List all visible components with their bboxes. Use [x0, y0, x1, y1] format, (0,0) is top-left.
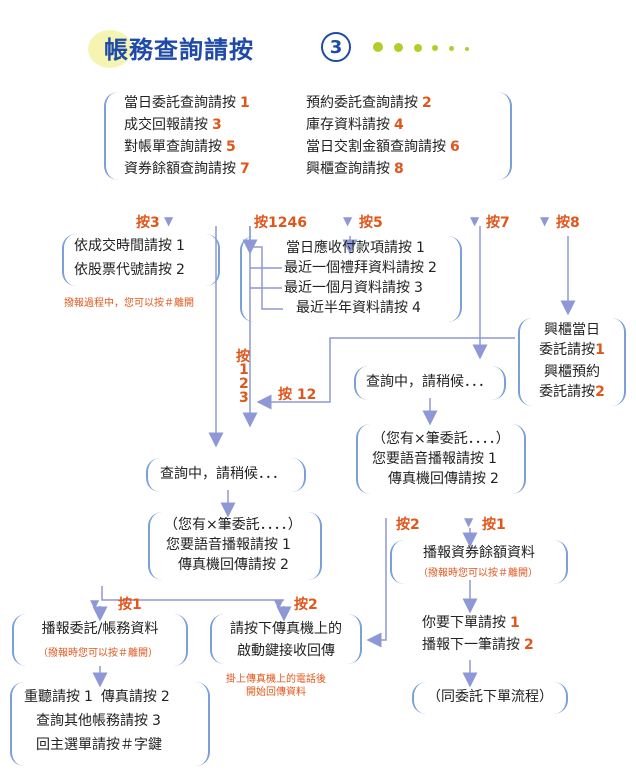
- fax-note-1: 掛上傳真機上的電話後: [226, 674, 326, 685]
- line-box5-branch: [250, 246, 283, 310]
- broadcast-right-title: 播報資券餘額資料: [423, 545, 535, 561]
- order-flow-text: （同委託下單流程）: [427, 689, 553, 705]
- branch-3-note: 撥報過程中，您可以按＃離開: [64, 298, 194, 309]
- choice-right-count: （您有×筆委託．．．．）: [372, 431, 510, 447]
- line-12: [256, 337, 515, 410]
- arrow-down-icon: ▼: [464, 515, 474, 529]
- decor-dot: [373, 42, 383, 52]
- press-123-label: 1: [239, 362, 249, 378]
- decor-dot: [465, 47, 469, 51]
- arrow-down-icon: ▼: [470, 214, 480, 228]
- waiting-left-text: 查詢中，請稍候．．．: [160, 466, 286, 482]
- press-1-left-label: 按1: [118, 597, 142, 613]
- title-glow: [88, 30, 132, 68]
- decor-dot: [394, 43, 403, 52]
- list-item[interactable]: 回主選單請按＃字鍵: [36, 737, 162, 753]
- press-2-left-label: 按2: [294, 597, 318, 613]
- fax-line-1: 請按下傳真機上的: [230, 621, 342, 637]
- press-1-right-label: 按1: [482, 517, 506, 533]
- press-3-label: 按3: [136, 215, 160, 231]
- press-123-label: 按: [236, 349, 250, 365]
- arrow-down-icon: ▼: [90, 597, 100, 611]
- press-5-label: 按5: [359, 215, 383, 231]
- press-123-label: 2: [239, 376, 249, 392]
- order-flow-box: （同委託下單流程）: [412, 682, 568, 714]
- arrow-down-icon: ▼: [164, 214, 174, 228]
- decor-dot: [449, 46, 454, 51]
- waiting-left-box: 查詢中，請稍候．．．: [146, 458, 306, 492]
- title-number-badge: 3: [321, 32, 351, 62]
- broadcast-right-box: 播報資券餘額資料 （撥報時您可以按＃離開）: [390, 540, 568, 584]
- waiting-right-text: 查詢中，請稍候．．．: [366, 374, 492, 390]
- decor-dot: [432, 45, 438, 51]
- arrow-down-icon: ▼: [343, 214, 353, 228]
- press-8-label: 按8: [556, 215, 580, 231]
- press-7-label: 按7: [486, 215, 510, 231]
- broadcast-left-note: （撥報時您可以按＃離開）: [38, 648, 158, 659]
- press-12-label: 按 12: [278, 387, 317, 403]
- list-item[interactable]: 興櫃當日 委託請按1: [539, 322, 605, 358]
- arrow-down-icon: ▼: [540, 214, 550, 228]
- press-2-right-label: 按2: [396, 517, 420, 533]
- choice-left-count: （您有×筆委託．．．．）: [164, 517, 302, 533]
- waiting-right-box: 查詢中，請稍候．．．: [354, 366, 506, 400]
- list-item[interactable]: 興櫃預約 委託請按2: [539, 364, 605, 400]
- broadcast-right-note: （撥報時您可以按＃離開）: [418, 568, 538, 579]
- fax-box: 請按下傳真機上的 啟動鍵接收回傳: [210, 614, 362, 664]
- page-title: 帳務查詢請按: [104, 36, 254, 64]
- line-right-press2: [366, 518, 387, 648]
- fax-note-2: 開始回傳資料: [246, 687, 306, 698]
- decor-dot: [414, 44, 422, 52]
- press-123-label: 3: [239, 390, 249, 406]
- branch-8-box: 興櫃當日 委託請按1 興櫃預約 委託請按2: [518, 318, 626, 406]
- broadcast-left-box: 播報委託/帳務資料 （撥報時您可以按＃離開）: [12, 614, 188, 666]
- fax-line-2: 啟動鍵接收回傳: [237, 643, 335, 659]
- arrow-down-icon: ▼: [274, 597, 284, 611]
- broadcast-left-title: 播報委託/帳務資料: [41, 621, 159, 637]
- press-1246-label: 按1246: [254, 215, 307, 231]
